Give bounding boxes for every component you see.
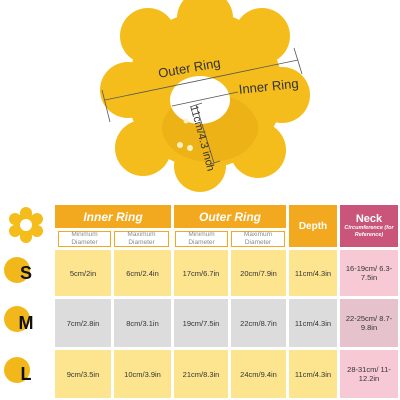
- table-cell: 5cm/2in: [55, 250, 111, 296]
- table-cell: 20cm/7.9in: [231, 250, 286, 296]
- table-cell: 22-25cm/ 8.7-9.8in: [340, 299, 398, 347]
- size-badge-icon: [4, 306, 30, 332]
- table-cell: 11cm/4.3in: [289, 350, 337, 398]
- table-cell: 19cm/7.5in: [174, 299, 228, 347]
- table-cell: 7cm/2.8in: [55, 299, 111, 347]
- table-corner-logo: [0, 203, 52, 247]
- inner-max-subheader: Maximum Diameter: [114, 231, 169, 247]
- table-cell: 11cm/4.3in: [289, 299, 337, 347]
- table-cell: 24cm/9.4in: [231, 350, 286, 398]
- size-table: Inner Ring Outer Ring Depth Neck Circumf…: [0, 203, 400, 400]
- table-cell: 6cm/2.4in: [114, 250, 171, 296]
- table-cell: 10cm/3.9in: [114, 350, 171, 398]
- size-badge-icon: [4, 257, 30, 283]
- depth-line: [195, 104, 215, 164]
- size-label-s: S: [0, 250, 52, 296]
- neck-header-note: Circumference (for Reference): [344, 224, 394, 238]
- table-cell: 16-19cm/ 6.3-7.5in: [340, 250, 398, 296]
- table-cell: 17cm/6.7in: [174, 250, 228, 296]
- outer-ring-line: [104, 59, 299, 101]
- inner-ring-line: [171, 91, 239, 107]
- product-illustration: Outer Ring Inner Ring 11cm/4.3 inch: [100, 0, 310, 192]
- neck-header-title: Neck: [355, 212, 383, 225]
- size-badge-icon: [4, 357, 30, 383]
- table-cell: 22cm/8.7in: [231, 299, 286, 347]
- table-cell: 9cm/3.5in: [55, 350, 111, 398]
- depth-header: Depth: [289, 205, 337, 247]
- neck-header: Neck Circumference (for Reference): [340, 205, 398, 247]
- outer-max-subheader: Maximum Diameter: [231, 231, 285, 247]
- table-cell: 11cm/4.3in: [289, 250, 337, 296]
- table-cell: 21cm/8.3in: [174, 350, 228, 398]
- size-label-l: L: [0, 350, 52, 398]
- cone-collar-graphic: [100, 0, 310, 192]
- size-label-m: M: [0, 299, 52, 347]
- inner-min-subheader: Minimum Diameter: [58, 231, 111, 247]
- table-cell: 8cm/3.1in: [114, 299, 171, 347]
- outer-ring-header: Outer Ring: [174, 205, 286, 228]
- flower-collar-icon: [100, 0, 310, 192]
- flower-logo-icon: [9, 207, 43, 243]
- outer-min-subheader: Minimum Diameter: [175, 231, 228, 247]
- table-cell: 28-31cm/ 11-12.2in: [340, 350, 398, 398]
- inner-ring-header: Inner Ring: [55, 205, 171, 228]
